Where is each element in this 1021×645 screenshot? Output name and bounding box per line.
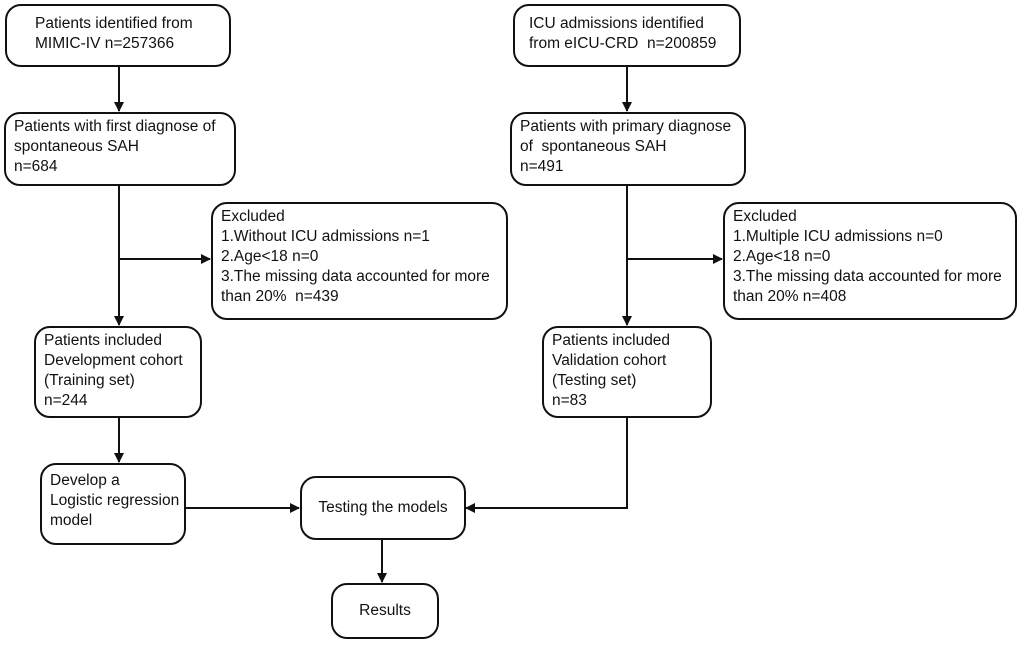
excluded-right-item-3: 3.The missing data accounted for more xyxy=(733,268,1002,285)
excluded-left-box: Excluded 1.Without ICU admissions n=1 2.… xyxy=(211,202,508,320)
excluded-left-item-2: 2.Age<18 n=0 xyxy=(221,248,319,265)
val-count: n=83 xyxy=(552,392,587,409)
eicu-sah-box: Patients with primary diagnose of sponta… xyxy=(510,112,746,186)
excluded-right-item-1: 1.Multiple ICU admissions n=0 xyxy=(733,228,943,245)
eicu-sah-count: n=491 xyxy=(520,158,564,175)
excluded-right-box: Excluded 1.Multiple ICU admissions n=0 2… xyxy=(723,202,1017,320)
eicu-line-1: ICU admissions identified xyxy=(529,15,704,32)
excluded-left-title: Excluded xyxy=(221,208,285,225)
testing-models-box: Testing the models xyxy=(300,476,466,540)
eicu-line-2: from eICU-CRD n=200859 xyxy=(529,35,717,52)
results-box: Results xyxy=(331,583,439,639)
mimic-line-2: MIMIC-IV n=257366 xyxy=(35,35,175,52)
excluded-left-item-3-cont: than 20% n=439 xyxy=(221,288,339,305)
mimic-sah-box: Patients with first diagnose of spontane… xyxy=(4,112,236,186)
development-cohort-box: Patients included Development cohort (Tr… xyxy=(34,326,202,418)
mimic-sah-line-1: Patients with first diagnose of xyxy=(14,118,216,135)
dev-line-1: Patients included xyxy=(44,332,163,349)
eicu-source-box: ICU admissions identified from eICU-CRD … xyxy=(513,4,741,67)
mimic-source-box: Patients identified from MIMIC-IV n=2573… xyxy=(5,4,231,67)
val-line-2: Validation cohort xyxy=(552,352,667,369)
eicu-sah-line-1: Patients with primary diagnose xyxy=(520,118,732,135)
excluded-right-title: Excluded xyxy=(733,208,797,225)
excluded-right-item-3-cont: than 20% n=408 xyxy=(733,288,847,305)
mimic-sah-count: n=684 xyxy=(14,158,58,175)
excluded-left-item-3: 3.The missing data accounted for more xyxy=(221,268,490,285)
mimic-sah-line-2: spontaneous SAH xyxy=(14,138,139,155)
excluded-left-item-1: 1.Without ICU admissions n=1 xyxy=(221,228,430,245)
arrow-val-to-testing xyxy=(465,418,628,513)
dev-line-2: Development cohort xyxy=(44,352,183,369)
eicu-sah-line-2: of spontaneous SAH xyxy=(520,138,667,155)
model-line-1: Develop a xyxy=(50,472,120,489)
results-label: Results xyxy=(359,602,411,619)
excluded-right-item-2: 2.Age<18 n=0 xyxy=(733,248,831,265)
develop-model-box: Develop a Logistic regression model xyxy=(40,463,186,545)
testing-label: Testing the models xyxy=(318,499,448,516)
dev-line-3: (Training set) xyxy=(44,372,135,389)
validation-cohort-box: Patients included Validation cohort (Tes… xyxy=(542,326,712,418)
dev-count: n=244 xyxy=(44,392,88,409)
val-line-1: Patients included xyxy=(552,332,671,349)
val-line-3: (Testing set) xyxy=(552,372,637,389)
mimic-line-1: Patients identified from xyxy=(35,15,193,32)
model-line-3: model xyxy=(50,512,93,529)
model-line-2: Logistic regression xyxy=(50,492,180,509)
